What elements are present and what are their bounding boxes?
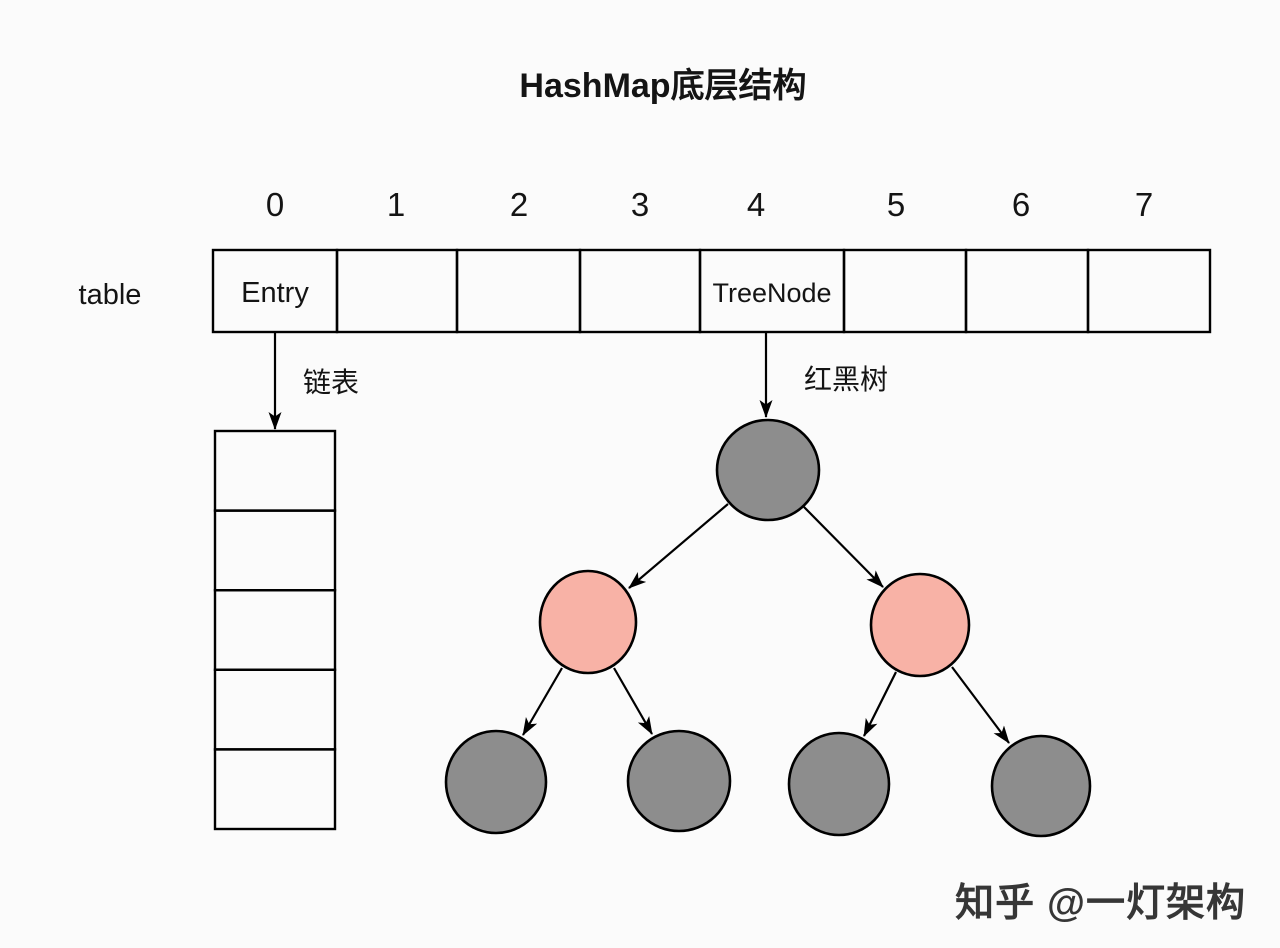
diagram-title: HashMap底层结构 [519,67,806,105]
bucket-array: Entry TreeNode [211,248,1212,334]
red-black-tree-label: 红黑树 [804,364,888,395]
tree-edge-right-right-right [951,666,1010,744]
array-index-label-3: 3 [631,186,649,223]
tree-node-left-left [444,729,548,835]
tree-edge-left-left-right [613,667,653,735]
array-index-label-7: 7 [1135,186,1153,223]
table-label: table [79,279,142,311]
tree-node-right [869,572,971,678]
array-index-label-0: 0 [266,186,284,223]
array-index-label-4: 4 [747,186,765,223]
tree-node-left [538,569,638,675]
array-index-row: 0 1 2 3 4 5 6 7 [266,186,1153,223]
tree-node-root [715,418,821,522]
red-black-tree [444,418,1092,838]
linked-list-cell-4 [213,748,337,831]
linked-list-label: 链表 [303,367,359,398]
tree-edge-left-left-left [522,667,563,736]
tree-node-left-right [626,729,732,833]
tree-edge-right-right-left [863,671,897,737]
linked-list [213,429,337,831]
tree-node-right-left [787,731,891,837]
array-index-label-6: 6 [1012,186,1030,223]
array-cell-4-value: TreeNode [712,278,831,308]
tree-node-right-right [990,734,1092,838]
array-index-label-2: 2 [510,186,528,223]
array-index-label-5: 5 [887,186,905,223]
array-cell-7 [1086,248,1212,334]
array-index-label-1: 1 [387,186,405,223]
array-cell-0-value: Entry [241,277,309,309]
watermark: 知乎 @一灯架构 [955,882,1246,925]
tree-edge-root-left [628,503,729,589]
tree-edge-root-right [803,506,884,588]
